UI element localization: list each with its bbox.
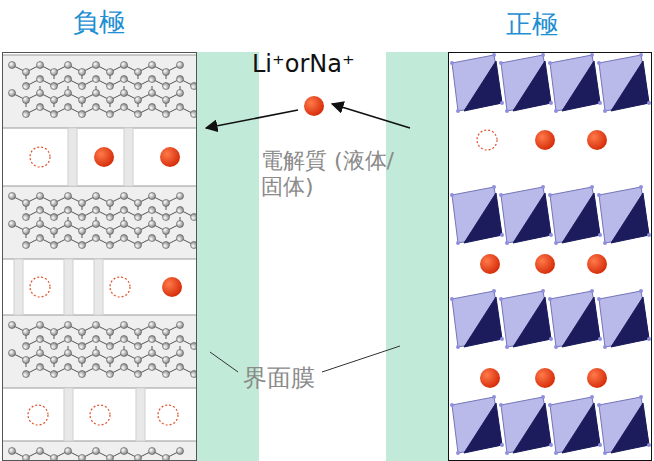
ion <box>480 368 500 388</box>
vacant-site <box>158 405 178 425</box>
interface-film-label: 界面膜 <box>243 364 315 393</box>
ion-arrow <box>206 110 298 128</box>
graphene-layer <box>2 186 197 259</box>
octahedra-layer <box>450 185 651 245</box>
interface-film <box>197 52 259 461</box>
ion-label: Li⁺orNa⁺ <box>252 50 355 79</box>
vacant-site <box>30 147 50 167</box>
graphene-layer <box>2 315 197 388</box>
octahedra-layer <box>450 395 651 455</box>
ion <box>535 368 555 388</box>
ion-arrow <box>332 104 410 128</box>
negative-electrode: 負極 <box>2 52 197 461</box>
ion <box>587 368 607 388</box>
leader-line <box>322 346 400 372</box>
electrode-heading: 正極 <box>506 9 558 40</box>
vacant-site <box>110 277 130 297</box>
electrolyte-region: 電解質 (液体/固体) <box>197 52 448 461</box>
moving-ion <box>304 96 324 116</box>
interface-film <box>386 52 448 461</box>
ion <box>160 147 180 167</box>
vacant-site <box>477 130 497 150</box>
positive-electrode: 正極 <box>448 52 652 461</box>
ion <box>587 130 607 150</box>
ion <box>535 254 555 274</box>
vacant-site <box>28 405 48 425</box>
vacant-site <box>90 405 110 425</box>
octahedra-layer <box>450 289 651 349</box>
graphene-layer <box>2 55 197 128</box>
ion <box>587 254 607 274</box>
ion <box>162 277 182 297</box>
ion <box>94 147 114 167</box>
graphene-layer <box>2 441 197 461</box>
graphite-anode <box>2 55 197 461</box>
octahedra-layer <box>450 53 651 113</box>
leader-line <box>210 352 238 372</box>
vacant-site <box>30 277 50 297</box>
layered-oxide-cathode <box>450 53 651 455</box>
electrode-heading: 負極 <box>73 7 125 38</box>
pillar <box>14 128 145 441</box>
ion <box>535 130 555 150</box>
ion <box>480 254 500 274</box>
electrolyte-label: 電解質 (液体/固体) <box>261 148 411 201</box>
